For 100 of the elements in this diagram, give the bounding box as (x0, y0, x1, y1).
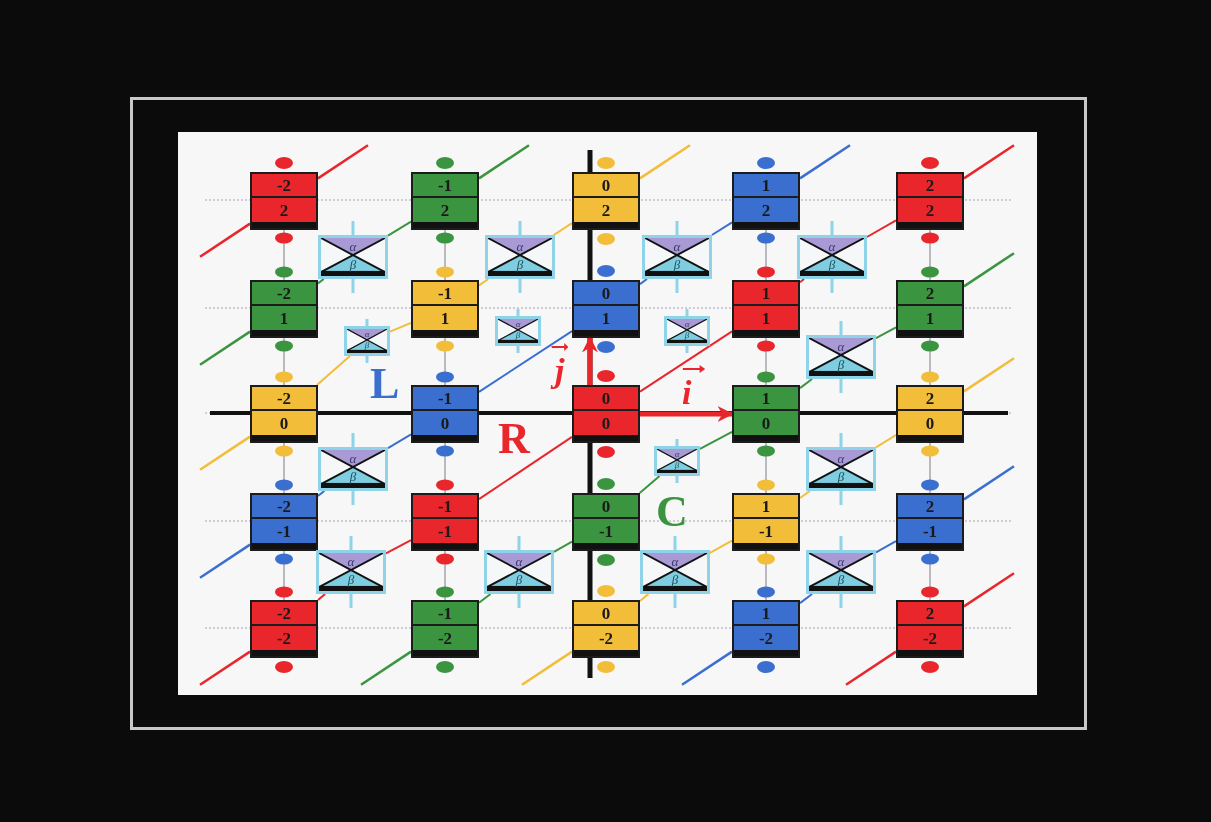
crossed-box (654, 446, 700, 476)
beta-symbol: β (515, 331, 521, 341)
crossed-box (797, 235, 867, 279)
beta-symbol: β (837, 469, 845, 483)
alpha-symbol: α (673, 239, 681, 253)
index-number: 0 (279, 414, 289, 432)
dotted-connector (921, 442, 939, 494)
index-number: -2 (598, 629, 614, 647)
crossed-box (642, 235, 712, 279)
alpha-symbol: α (828, 239, 836, 253)
index-number: -2 (276, 629, 292, 647)
index-number: 0 (925, 414, 935, 432)
crossed-box (806, 550, 876, 594)
index-box (896, 493, 964, 551)
dotted-connector (275, 337, 293, 386)
index-number: -1 (437, 176, 453, 194)
index-box (572, 385, 640, 443)
index-number: 1 (440, 309, 450, 327)
index-box (250, 493, 318, 551)
index-number: -1 (437, 604, 453, 622)
index-number: 2 (925, 497, 935, 515)
connector-line (875, 540, 897, 554)
index-box (411, 280, 479, 338)
dotted-connector (757, 550, 775, 601)
index-box (572, 280, 640, 338)
connector-line (639, 593, 650, 602)
region-letter: L (370, 362, 400, 406)
index-number: 2 (925, 604, 935, 622)
alpha-symbol: α (349, 451, 357, 465)
index-box (732, 493, 800, 551)
connector-line (385, 539, 412, 555)
index-number: -1 (437, 497, 453, 515)
connector-line (710, 221, 733, 236)
index-number: 1 (601, 309, 611, 327)
arrow (640, 406, 734, 422)
dotted-connector (436, 550, 454, 601)
index-number: -2 (922, 629, 938, 647)
index-number: -1 (922, 522, 938, 540)
index-number: -2 (276, 604, 292, 622)
connector-line (478, 330, 573, 393)
alpha-symbol: α (674, 449, 680, 459)
connector-line (552, 222, 573, 236)
index-number: -2 (276, 176, 292, 194)
index-box (411, 385, 479, 443)
index-number: 2 (761, 201, 771, 219)
index-number: 1 (761, 176, 771, 194)
beta-symbol: β (828, 257, 836, 271)
index-number: -1 (437, 522, 453, 540)
beta-symbol: β (349, 469, 357, 483)
index-number: -1 (598, 522, 614, 540)
alpha-symbol: α (837, 451, 845, 465)
index-number: 0 (601, 284, 611, 302)
connector-line (315, 355, 351, 386)
index-number: -2 (276, 284, 292, 302)
dotted-connector (921, 550, 939, 601)
connector-line (875, 326, 897, 340)
index-number: 1 (925, 309, 935, 327)
index-number: 2 (925, 389, 935, 407)
connector-line (478, 435, 573, 501)
alpha-symbol: α (837, 339, 845, 353)
index-number: 2 (601, 201, 611, 219)
connector-line (799, 490, 811, 499)
beta-symbol: β (347, 572, 355, 586)
beta-symbol: β (684, 331, 690, 341)
index-number: 2 (925, 176, 935, 194)
index-box (572, 493, 640, 551)
dotted-connector (757, 442, 775, 494)
dotted-connector (757, 337, 775, 386)
index-box (896, 600, 964, 658)
crossed-box (806, 447, 876, 491)
index-number: 0 (440, 414, 450, 432)
index-box (732, 600, 800, 658)
crossed-box (485, 235, 555, 279)
index-box (896, 172, 964, 230)
index-number: 0 (761, 414, 771, 432)
connector-line (638, 475, 661, 494)
alpha-symbol: α (671, 554, 679, 568)
dotted-connector (436, 229, 454, 281)
index-box (896, 385, 964, 443)
dotted-connector (275, 442, 293, 494)
index-number: 0 (601, 176, 611, 194)
index-box (411, 493, 479, 551)
connector-line (639, 278, 648, 286)
dotted-connector (275, 550, 293, 601)
index-number: 2 (925, 284, 935, 302)
index-box (572, 172, 640, 230)
beta-symbol: β (671, 572, 679, 586)
connector-line (799, 378, 814, 390)
beta-symbol: β (673, 257, 681, 271)
index-box (411, 600, 479, 658)
region-letter: C (656, 490, 688, 534)
index-number: 0 (601, 414, 611, 432)
beta-symbol: β (674, 461, 680, 471)
index-number: 2 (925, 201, 935, 219)
index-box (250, 385, 318, 443)
index-box (572, 600, 640, 658)
beta-symbol: β (837, 357, 845, 371)
index-box (250, 600, 318, 658)
connector-line (639, 330, 733, 393)
index-number: 1 (761, 497, 771, 515)
